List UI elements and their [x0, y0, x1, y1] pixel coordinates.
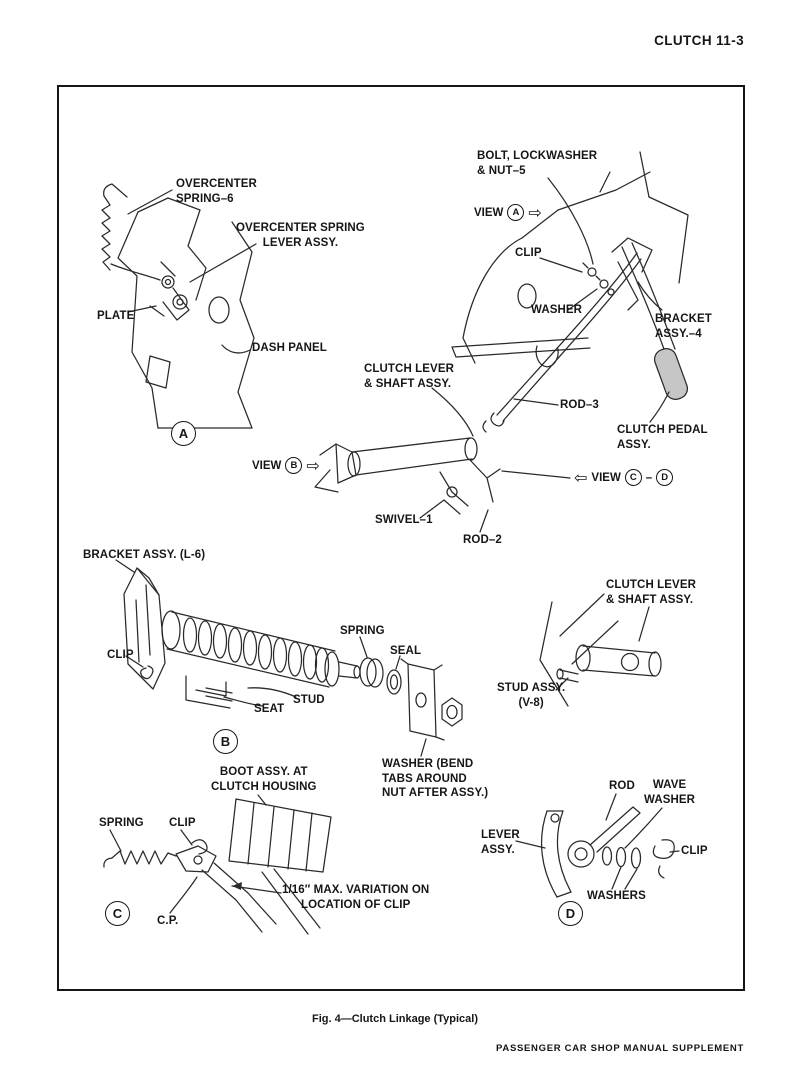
label-rod-2: ROD–2	[463, 534, 502, 546]
view-a-marker-label: VIEW	[474, 206, 504, 219]
view-a-drawing	[101, 183, 257, 429]
view-cd-marker-label: VIEW	[591, 471, 621, 484]
view-cd-arrow-icon: ⇦	[574, 467, 588, 487]
view-a-marker: VIEW A ⇨	[474, 204, 542, 221]
view-a-arrow-icon: ⇨	[528, 202, 542, 222]
label-clip-view-c: CLIP	[169, 817, 196, 829]
label-stud-assy-v8: STUD ASSY. (V-8)	[497, 682, 566, 709]
label-rod-3: ROD–3	[560, 399, 599, 411]
label-bracket-assy-4: BRACKET ASSY.–4	[655, 313, 712, 340]
label-swivel-1: SWIVEL–1	[375, 514, 433, 526]
label-clip-view-d: CLIP	[681, 845, 708, 857]
view-c-drawing	[103, 794, 332, 935]
view-c-badge: C	[105, 901, 130, 926]
label-bolt-lockwasher-nut: BOLT, LOCKWASHER & NUT–5	[477, 150, 598, 177]
label-washer-bend-tabs: WASHER (BEND TABS AROUND NUT AFTER ASSY.…	[382, 758, 489, 800]
label-overcenter-spring-lever: OVERCENTER SPRING LEVER ASSY.	[236, 222, 365, 249]
pedal-assembly-drawing	[314, 151, 689, 533]
label-washer-view-a: WASHER	[531, 304, 583, 316]
label-spring-view-c: SPRING	[99, 817, 144, 829]
view-b-drawing	[115, 559, 662, 757]
view-cd-dash: –	[645, 471, 653, 484]
label-lever-assy: LEVER ASSY.	[481, 829, 520, 856]
label-clip-view-a: CLIP	[515, 247, 542, 259]
view-b-badge: B	[213, 729, 238, 754]
label-clutch-lever-shaft-top: CLUTCH LEVER & SHAFT ASSY.	[364, 363, 455, 390]
label-wave-washer: WAVE WASHER	[644, 779, 696, 806]
label-overcenter-spring: OVERCENTER SPRING–6	[176, 178, 257, 205]
label-boot-assy: BOOT ASSY. AT CLUTCH HOUSING	[211, 766, 317, 793]
label-stud: STUD	[293, 694, 325, 706]
view-b-marker-circle: B	[285, 457, 303, 474]
view-d-drawing	[515, 793, 680, 898]
view-d-badge: D	[558, 901, 583, 926]
label-dash-panel: DASH PANEL	[252, 342, 327, 354]
label-washers: WASHERS	[587, 890, 646, 902]
view-cd-marker: ⇦ VIEW C – D	[574, 467, 674, 487]
figure-frame	[57, 85, 745, 991]
label-clutch-lever-shaft-b: CLUTCH LEVER & SHAFT ASSY.	[606, 579, 697, 606]
label-rod-view-d: ROD	[609, 780, 635, 792]
view-a-badge: A	[171, 421, 196, 446]
label-plate: PLATE	[97, 310, 135, 322]
label-seal: SEAL	[390, 645, 422, 657]
view-c-marker-circle: C	[624, 469, 642, 486]
label-variation-note: 1/16″ MAX. VARIATION ON LOCATION OF CLIP	[282, 884, 430, 911]
label-clip-view-b: CLIP	[107, 649, 134, 661]
view-d-marker-circle: D	[656, 469, 674, 486]
label-spring-view-b: SPRING	[340, 625, 385, 637]
label-clutch-pedal-assy: CLUTCH PEDAL ASSY.	[617, 424, 708, 451]
view-a-marker-circle: A	[507, 204, 525, 221]
label-bracket-assy-l6: BRACKET ASSY. (L-6)	[83, 549, 206, 561]
page-footer: PASSENGER CAR SHOP MANUAL SUPPLEMENT	[496, 1043, 744, 1054]
view-b-marker-label: VIEW	[252, 459, 282, 472]
page-header: CLUTCH 11-3	[654, 33, 744, 48]
view-b-arrow-icon: ⇨	[306, 455, 320, 475]
label-seat: SEAT	[254, 703, 285, 715]
label-cp: C.P.	[157, 915, 179, 927]
view-b-marker: VIEW B ⇨	[252, 457, 320, 474]
figure-caption: Fig. 4—Clutch Linkage (Typical)	[311, 1013, 479, 1025]
